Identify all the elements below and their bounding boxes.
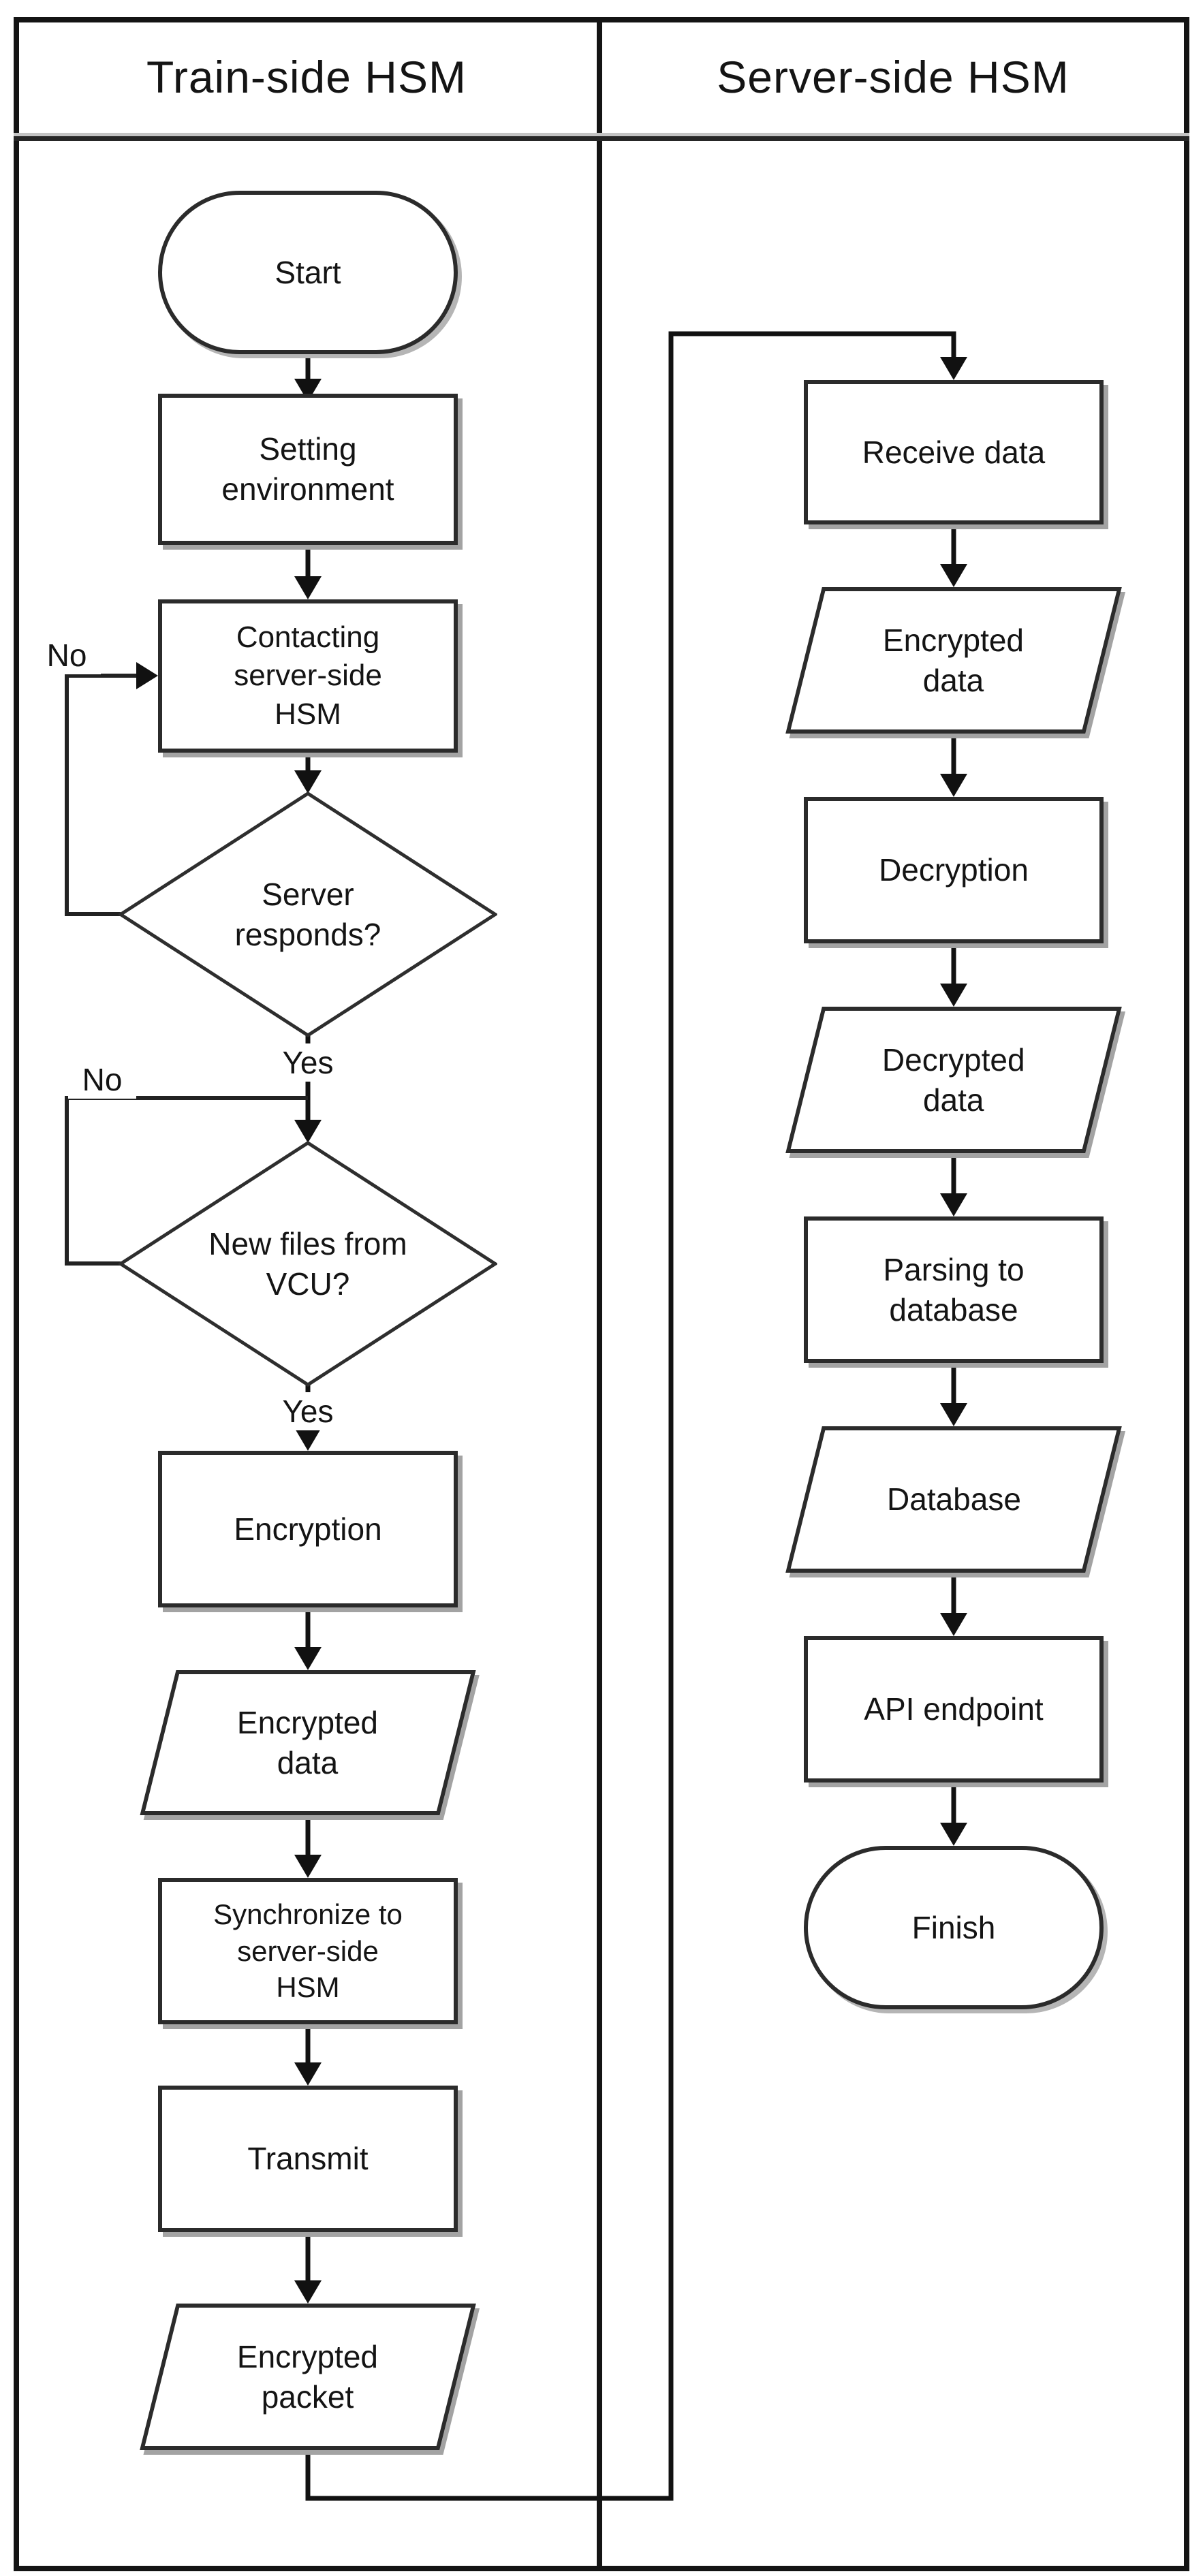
edge-label-yes-server: Yes <box>270 1043 345 1082</box>
node-finish: Finish <box>804 1846 1104 2009</box>
node-setting-environment: Setting environment <box>158 394 458 545</box>
edge-label-no-server: No <box>33 636 101 674</box>
header-separator-highlight <box>14 133 1189 136</box>
node-receive-data: Receive data <box>804 380 1104 524</box>
node-contacting-server-side-hsm: Contacting server-side HSM <box>158 599 458 753</box>
header-separator <box>14 136 1189 141</box>
node-transmit: Transmit <box>158 2086 458 2232</box>
edge-decision1-no-loop <box>65 674 136 916</box>
decision-new-files-label: New files from VCU? <box>208 1225 407 1302</box>
node-api-endpoint: API endpoint <box>804 1636 1104 1782</box>
arrowheads <box>136 357 967 2304</box>
edge-label-no-files: No <box>68 1061 136 1099</box>
node-parsing-to-database: Parsing to database <box>804 1216 1104 1363</box>
node-encryption: Encryption <box>158 1451 458 1607</box>
decision-new-files-shape <box>119 1141 497 1387</box>
decision-server-responds-label: Server responds? <box>234 876 381 952</box>
node-decryption: Decryption <box>804 797 1104 943</box>
edge-label-yes-files: Yes <box>270 1392 345 1430</box>
edge-packet-to-receive <box>305 331 956 2501</box>
node-synchronize-to-server-side-hsm: Synchronize to server-side HSM <box>158 1878 458 2024</box>
lane-header-server-side: Server-side HSM <box>717 52 1069 102</box>
decision-server-responds-shape <box>119 791 497 1037</box>
lane-divider <box>597 17 602 2571</box>
node-start: Start <box>158 191 458 354</box>
lane-header-train-side: Train-side HSM <box>146 52 467 102</box>
edge-decision2-no-loop <box>65 1096 308 1266</box>
